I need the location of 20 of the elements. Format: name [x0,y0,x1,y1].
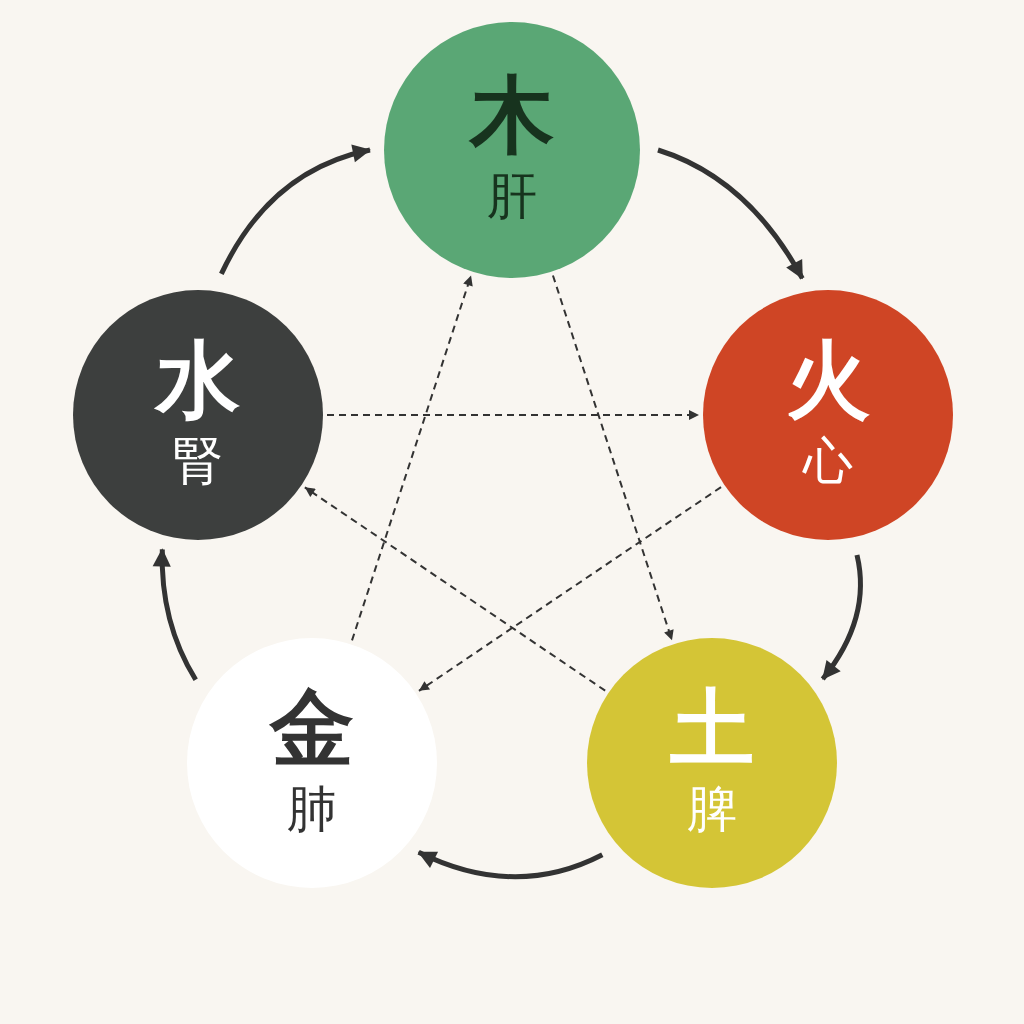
dashed-arrow [351,274,473,642]
curved-arrow [153,548,198,682]
dashed-arrow [303,486,607,692]
curved-arrow [820,554,863,681]
organ-character: 心 [803,436,853,486]
element-character: 木 [470,73,554,157]
curved-arrow [657,147,805,280]
organ-character: 肺 [287,784,337,834]
element-character: 土 [670,686,754,770]
element-character: 金 [270,686,354,770]
organ-character: 腎 [173,436,223,486]
dashed-arrow [551,274,674,642]
dashed-arrow [326,410,700,420]
curved-arrow [417,849,604,880]
organ-character: 肝 [487,171,537,221]
curved-arrow [219,145,371,276]
dashed-arrow [417,486,723,692]
element-character: 水 [156,338,240,422]
organ-character: 脾 [687,784,737,834]
element-character: 火 [786,338,870,422]
